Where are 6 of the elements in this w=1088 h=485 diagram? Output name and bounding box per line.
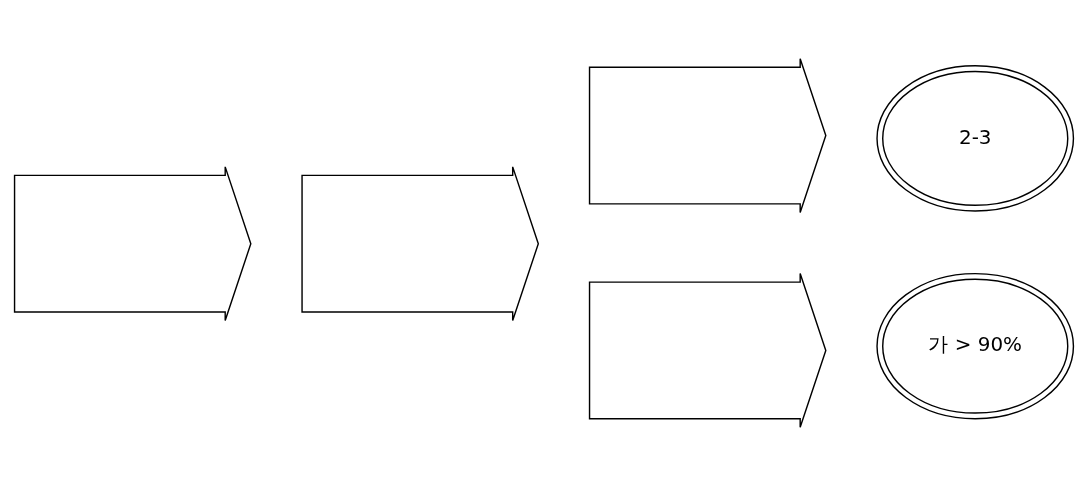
node-ellipse: 가 > 90% — [876, 272, 1075, 419]
node-arrow — [588, 272, 827, 428]
node-arrow — [301, 165, 540, 321]
node-ellipse: 2-3 — [876, 64, 1075, 212]
node-arrow — [588, 57, 827, 213]
node-arrow — [13, 165, 252, 321]
